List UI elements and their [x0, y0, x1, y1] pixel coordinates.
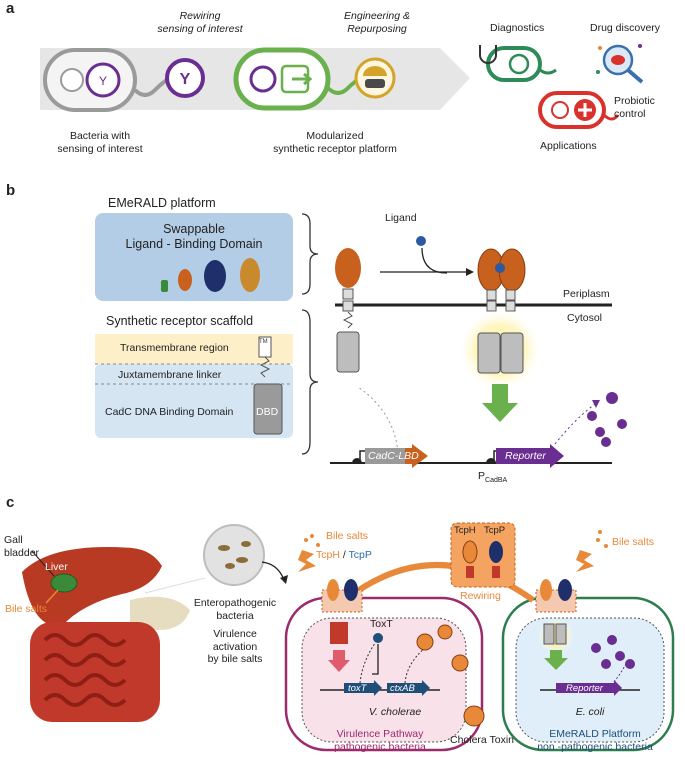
toxt-protein-label: ToxT: [370, 618, 393, 630]
tm-tag: TM: [259, 339, 268, 345]
toxt-protein: [373, 633, 383, 643]
engineer-icon: [354, 57, 396, 99]
emerald-platform-title: EMeRALD Platform non -pathogenic bacteri…: [537, 728, 653, 753]
box-tcpp: TcpP: [484, 525, 506, 536]
cholera-toxin-icon: [463, 705, 485, 727]
reporter-ecoli-label: Reporter: [566, 683, 603, 694]
svg-text:Y: Y: [180, 71, 191, 88]
reporter-product: [587, 411, 597, 421]
tcph-tcpp-label: TcpH / TcpP: [316, 549, 372, 561]
panel-a: Y Y: [40, 44, 644, 129]
dbd-glyph: [253, 383, 283, 435]
terminator-icon: [352, 458, 362, 463]
ecoli-label: E. coli: [575, 706, 605, 718]
virulence-activation-label: Virulence activation by bile salts: [207, 628, 263, 666]
hardhat-icon: [363, 66, 387, 76]
probiotic-label: Probiotic control: [614, 95, 655, 120]
ligand-domain-orange: [178, 269, 192, 291]
toxt-gene-label: toxT: [348, 683, 367, 694]
liver-bile-label: Bile salts: [5, 603, 48, 615]
virulence-pathway-title: Virulence Pathway pathogenic bacteria: [334, 728, 426, 753]
scaffold-title: Synthetic receptor scaffold: [106, 314, 254, 328]
bacteria-label: Bacteria with sensing of interest: [57, 130, 143, 155]
cholera-toxin-label: Cholera Toxin: [450, 734, 515, 746]
sensor-icon: [85, 62, 121, 98]
toxin-icon: [437, 624, 453, 640]
gene-toxt: [344, 680, 382, 696]
toxin-icon: [416, 633, 434, 651]
dimer-dbd: [500, 332, 524, 374]
dimer-dbd: [477, 332, 501, 374]
box-tcph: TcpH: [454, 525, 476, 536]
gene-ctxab: [387, 680, 430, 696]
sensor-icon: [249, 65, 277, 93]
ligand-dot: [416, 236, 426, 246]
engineering-label: Engineering & Repurposing: [344, 10, 410, 35]
reporter-product: [595, 427, 605, 437]
vcholerae-label: V. cholerae: [368, 706, 422, 718]
svg-text:Y: Y: [99, 74, 107, 88]
panel-a-label: a: [6, 0, 15, 17]
ligand-domain-small: [161, 280, 168, 292]
gall-bladder-label: Gall bladder: [4, 534, 40, 559]
reporter-product: [606, 392, 618, 404]
scaffold-box: [95, 364, 293, 438]
rewired-sensor-icon: [165, 58, 205, 98]
bolt-icon: [576, 550, 594, 572]
drug-discovery-label: Drug discovery: [590, 22, 661, 34]
entero-label: Enteropathogenic bacteria: [193, 597, 277, 622]
brace: [301, 309, 319, 455]
dbd-domain-label: CadC DNA Binding Domain: [105, 406, 234, 418]
ctxab-gene-label: ctxAB: [390, 683, 415, 694]
gene-reporter-ecoli: [556, 680, 622, 696]
swappable-label: Swappable Ligand - Binding Domain: [125, 222, 263, 251]
modular-platform-label: Modularized synthetic receptor platform: [273, 130, 397, 155]
bile-salts-label-2: Bile salts: [612, 536, 655, 548]
platform-title: EMeRALD platform: [108, 196, 216, 210]
terminator-icon: [486, 458, 496, 463]
reporter-product: [601, 437, 611, 447]
liver-label: Liver: [45, 561, 68, 573]
promoter-label: PCadBA: [478, 470, 508, 485]
stomach-shape: [130, 596, 190, 630]
activation-arrow: [482, 384, 518, 422]
periplasm-label: Periplasm: [563, 288, 610, 300]
cytosol-label: Cytosol: [567, 312, 603, 324]
panel-c: [22, 522, 675, 752]
panel-b: [95, 213, 627, 468]
panel-b-label: b: [6, 182, 16, 199]
magnifier-circle: [203, 524, 265, 586]
receptor-lbd: [335, 248, 361, 288]
ligand-domain-navy: [204, 260, 226, 292]
sensor-icon-grey: [60, 68, 84, 92]
expression-arrow: [357, 386, 399, 453]
dbd-tag: DBD: [256, 406, 279, 418]
tcpp-dbd: [330, 622, 348, 644]
panel-c-label: c: [6, 494, 15, 511]
bolt-icon: [298, 550, 316, 572]
tm-label: Transmembrane region: [120, 342, 229, 354]
stethoscope-icon: [479, 45, 497, 64]
applications-label: Applications: [540, 140, 597, 152]
juxtamembrane-label: Juxtamembrane linker: [118, 369, 222, 381]
gene-reporter: [496, 444, 564, 468]
reporter-gene-label: Reporter: [505, 450, 546, 462]
rewiring-label: Rewiring: [460, 590, 501, 602]
toxin-icon: [451, 654, 469, 672]
receptor-dbd: [336, 331, 360, 373]
gall-bladder: [50, 573, 78, 593]
arrow-icon: [292, 72, 313, 86]
reporter-product: [617, 419, 627, 429]
ligand-label: Ligand: [385, 212, 417, 224]
liver-shape: [22, 547, 162, 627]
diagnostics-label: Diagnostics: [490, 22, 545, 34]
ligand-domain-gold: [240, 258, 260, 292]
brace: [301, 213, 319, 295]
rewiring-label: Rewiring sensing of interest: [157, 10, 243, 35]
gene-cadc-label: CadC-LBD: [368, 450, 419, 462]
bile-salts-label: Bile salts: [326, 530, 369, 542]
drug-discovery-icon: [596, 44, 644, 84]
